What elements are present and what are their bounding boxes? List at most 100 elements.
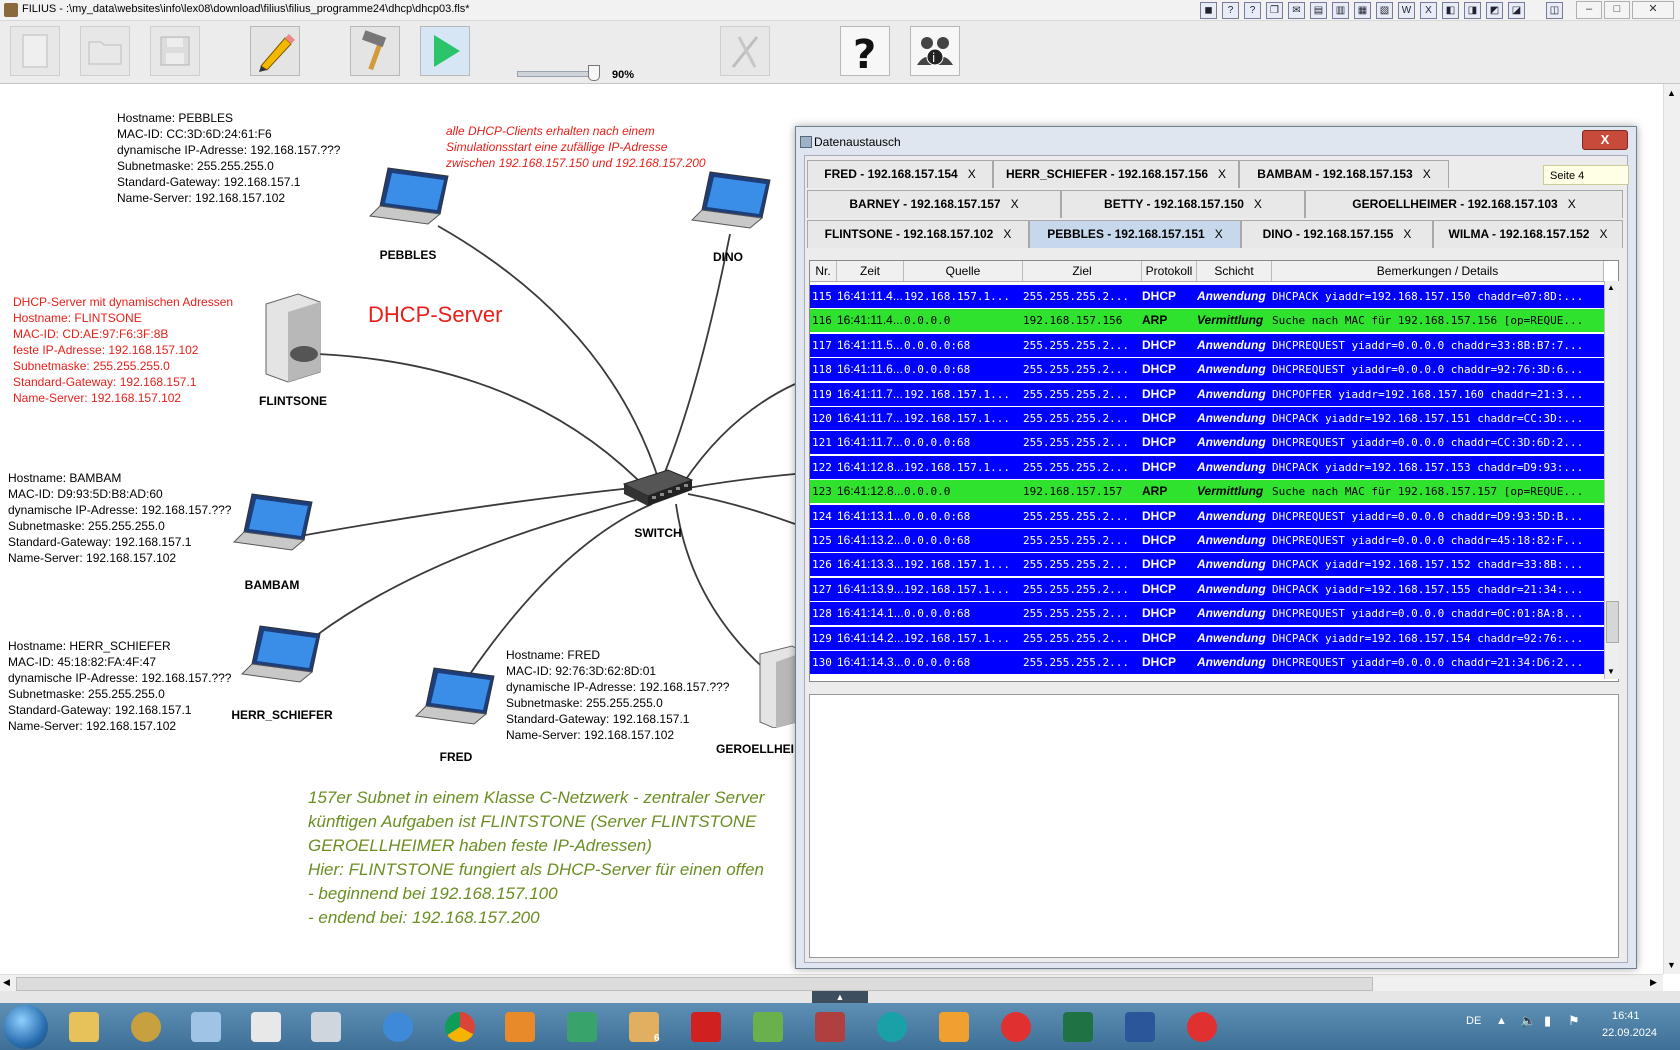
help-tray-icon-2[interactable]: ? [1244,2,1261,19]
documents-taskbar-icon[interactable] [240,1007,292,1047]
laptop-icon-herr-schiefer[interactable] [238,622,324,694]
plot-taskbar-icon[interactable] [742,1007,794,1047]
calculator-taskbar-icon[interactable] [300,1007,352,1047]
packet-detail-pane[interactable] [809,694,1619,958]
column-header-protokoll[interactable]: Protokoll [1142,261,1197,281]
app-rl-taskbar-icon[interactable] [680,1007,732,1047]
save-file-button[interactable] [150,26,200,76]
excel-taskbar-icon[interactable] [1052,1007,1104,1047]
docs-tray-icon[interactable]: ▧ [1376,2,1393,19]
red-ring-taskbar-icon[interactable] [990,1007,1042,1047]
table-scroll-thumb[interactable] [1606,601,1619,643]
mail-tray-icon[interactable]: ✉ [1288,2,1305,19]
toolbar-tray-icon-1[interactable]: ◼ [1200,2,1217,19]
design-mode-button[interactable] [250,26,300,76]
network-status-icon[interactable]: ▮ [1544,1013,1552,1028]
scroll-left-arrow-icon[interactable]: ◀ [3,977,10,987]
documentation-button[interactable] [720,26,770,76]
table-scroll-up-icon[interactable]: ▲ [1607,283,1615,292]
copy-tray-icon[interactable]: ❐ [1266,2,1283,19]
open-file-button[interactable] [80,26,130,76]
explorer-taskbar-icon[interactable] [58,1007,110,1047]
sketch-taskbar-icon[interactable] [928,1007,980,1047]
card-tray-icon[interactable]: ▦ [1354,2,1371,19]
tab-close-icon[interactable]: X [1403,227,1412,241]
app-tray-icon-4[interactable]: ◪ [1508,2,1525,19]
chrome-taskbar-icon[interactable] [434,1007,486,1047]
start-button[interactable] [4,1005,48,1049]
network-taskbar-icon[interactable] [556,1007,608,1047]
canvas-vertical-scrollbar[interactable]: ▲ ▼ [1663,84,1680,974]
volume-icon[interactable]: 🔈 [1520,1013,1537,1028]
table-scroll-down-icon[interactable]: ▼ [1607,667,1615,676]
simulation-mode-button[interactable] [420,26,470,76]
clock-time[interactable]: 16:41 [1612,1010,1640,1022]
tab-close-icon[interactable]: X [1253,197,1262,211]
minimize-button[interactable]: – [1576,1,1602,19]
filius-taskbar-icon[interactable] [804,1007,856,1047]
word-tray-icon[interactable]: W [1398,2,1415,19]
tab-close-icon[interactable]: X [967,167,976,181]
new-file-button[interactable] [10,26,60,76]
notes-tray-icon[interactable]: ▤ [1310,2,1327,19]
table-vertical-scrollbar[interactable]: ▲ ▼ [1604,281,1619,679]
dialog-close-button[interactable]: X [1582,130,1628,150]
language-indicator[interactable]: DE [1466,1015,1482,1027]
scroll-right-arrow-icon[interactable]: ▶ [1650,977,1657,987]
app-tray-icon-5[interactable]: ◫ [1546,2,1563,19]
tab-close-icon[interactable]: X [1599,227,1608,241]
scroll-up-arrow-icon[interactable]: ▲ [1667,88,1676,98]
slider-thumb[interactable] [588,65,600,81]
word-taskbar-icon[interactable] [1114,1007,1166,1047]
horizontal-scroll-thumb[interactable] [16,977,1373,991]
canvas-horizontal-scrollbar[interactable]: ◀ ▶ [0,974,1663,992]
media-taskbar-icon[interactable] [494,1007,546,1047]
column-header-zeit[interactable]: Zeit [837,261,904,281]
tab-close-icon[interactable]: X [1003,227,1012,241]
expand-panel-button[interactable]: ▲ [812,991,868,1003]
column-header-details[interactable]: Bemerkungen / Details [1272,261,1604,281]
help-button[interactable]: ? [840,26,890,76]
maximize-button[interactable]: □ [1604,1,1630,19]
info-button[interactable]: i [910,26,960,76]
paint-taskbar-icon[interactable]: 6 [618,1007,670,1047]
clock-date[interactable]: 22.09.2024 [1602,1027,1658,1039]
app-tray-icon-2[interactable]: ◨ [1464,2,1481,19]
arduino-taskbar-icon[interactable] [866,1007,918,1047]
help-tray-icon[interactable]: ? [1222,2,1239,19]
compass-taskbar-icon[interactable] [120,1007,172,1047]
flag-icon[interactable]: ⚑ [1568,1013,1580,1028]
clipboard-tray-icon[interactable]: ▥ [1332,2,1349,19]
message-table[interactable]: Nr. Zeit Quelle Ziel Protokoll Schicht B… [809,260,1619,682]
scroll-down-arrow-icon[interactable]: ▼ [1667,960,1676,970]
tab-close-icon[interactable]: X [1218,167,1227,181]
red-ring-taskbar-icon-2[interactable] [1176,1007,1228,1047]
tab-close-icon[interactable]: X [1010,197,1019,211]
excel-tray-icon[interactable]: X [1420,2,1437,19]
notepad-taskbar-icon[interactable] [180,1007,232,1047]
simulation-speed-slider[interactable] [517,71,599,77]
tray-expand-icon[interactable]: ▲ [1496,1015,1507,1027]
